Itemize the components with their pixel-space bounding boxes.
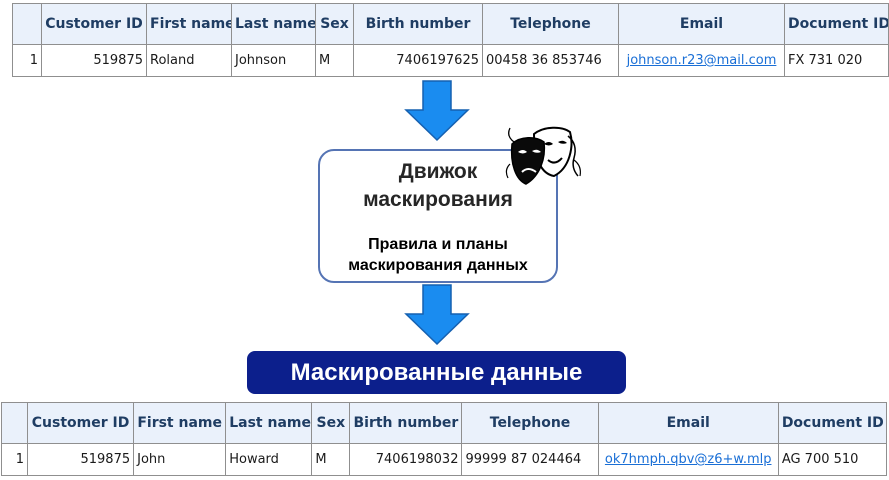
engine-subtitle: Правила и планы маскирования данных	[320, 234, 556, 276]
column-header: Email	[597, 402, 779, 444]
email-link[interactable]: ok7hmph.qbv@z6+w.mlp	[604, 452, 772, 467]
column-header: Email	[618, 3, 785, 45]
row-number-header	[12, 3, 42, 45]
column-header: First name	[133, 402, 227, 444]
sex-cell: M	[311, 443, 351, 476]
masked-data-banner: Маскированные данные	[247, 351, 626, 394]
sex-cell: M	[315, 44, 354, 77]
theater-masks-icon	[505, 126, 581, 185]
engine-title: Движок маскирования	[320, 158, 556, 214]
customer-id-cell: 519875	[27, 443, 135, 476]
engine-title-line: маскирования	[363, 188, 513, 211]
row-number: 1	[0, 443, 29, 476]
masked-data-table: Customer ID First name Last name Sex Bir…	[0, 402, 888, 476]
table-header-row: Customer ID First name Last name Sex Bir…	[12, 3, 889, 45]
column-header: Customer ID	[41, 3, 147, 45]
column-header: Birth number	[353, 3, 483, 45]
email-cell: johnson.r23@mail.com	[618, 44, 785, 77]
down-arrow-icon	[404, 284, 470, 346]
table-row: 1 519875 Roland Johnson M 7406197625 004…	[12, 44, 889, 77]
last-name-cell: Johnson	[231, 44, 316, 77]
last-name-cell: Howard	[225, 443, 313, 476]
original-data-table: Customer ID First name Last name Sex Bir…	[12, 3, 889, 77]
column-header: Last name	[231, 3, 316, 45]
column-header: Last name	[225, 402, 313, 444]
telephone-cell: 00458 36 853746	[482, 44, 619, 77]
table-header-row: Customer ID First name Last name Sex Bir…	[0, 402, 888, 444]
birth-number-cell: 7406197625	[353, 44, 483, 77]
column-header: Document ID	[784, 3, 889, 45]
email-link[interactable]: johnson.r23@mail.com	[626, 53, 777, 68]
first-name-cell: John	[133, 443, 227, 476]
row-number-header	[0, 402, 29, 444]
first-name-cell: Roland	[146, 44, 232, 77]
down-arrow-icon	[404, 80, 470, 142]
engine-subtitle-line: маскирования данных	[348, 257, 528, 274]
engine-title-line: Движок	[398, 160, 478, 183]
column-header: Document ID	[777, 402, 888, 444]
email-cell: ok7hmph.qbv@z6+w.mlp	[597, 443, 779, 476]
column-header: Customer ID	[27, 402, 135, 444]
column-header: Birth number	[349, 402, 463, 444]
telephone-cell: 99999 87 024464	[461, 443, 599, 476]
row-number: 1	[12, 44, 42, 77]
table-row: 1 519875 John Howard M 7406198032 99999 …	[0, 443, 888, 476]
column-header: Sex	[315, 3, 354, 45]
engine-subtitle-line: Правила и планы	[368, 236, 508, 253]
document-id-cell: AG 700 510	[777, 443, 888, 476]
column-header: Sex	[311, 402, 351, 444]
column-header: First name	[146, 3, 232, 45]
birth-number-cell: 7406198032	[349, 443, 463, 476]
column-header: Telephone	[482, 3, 619, 45]
document-id-cell: FX 731 020	[784, 44, 889, 77]
customer-id-cell: 519875	[41, 44, 147, 77]
column-header: Telephone	[461, 402, 599, 444]
